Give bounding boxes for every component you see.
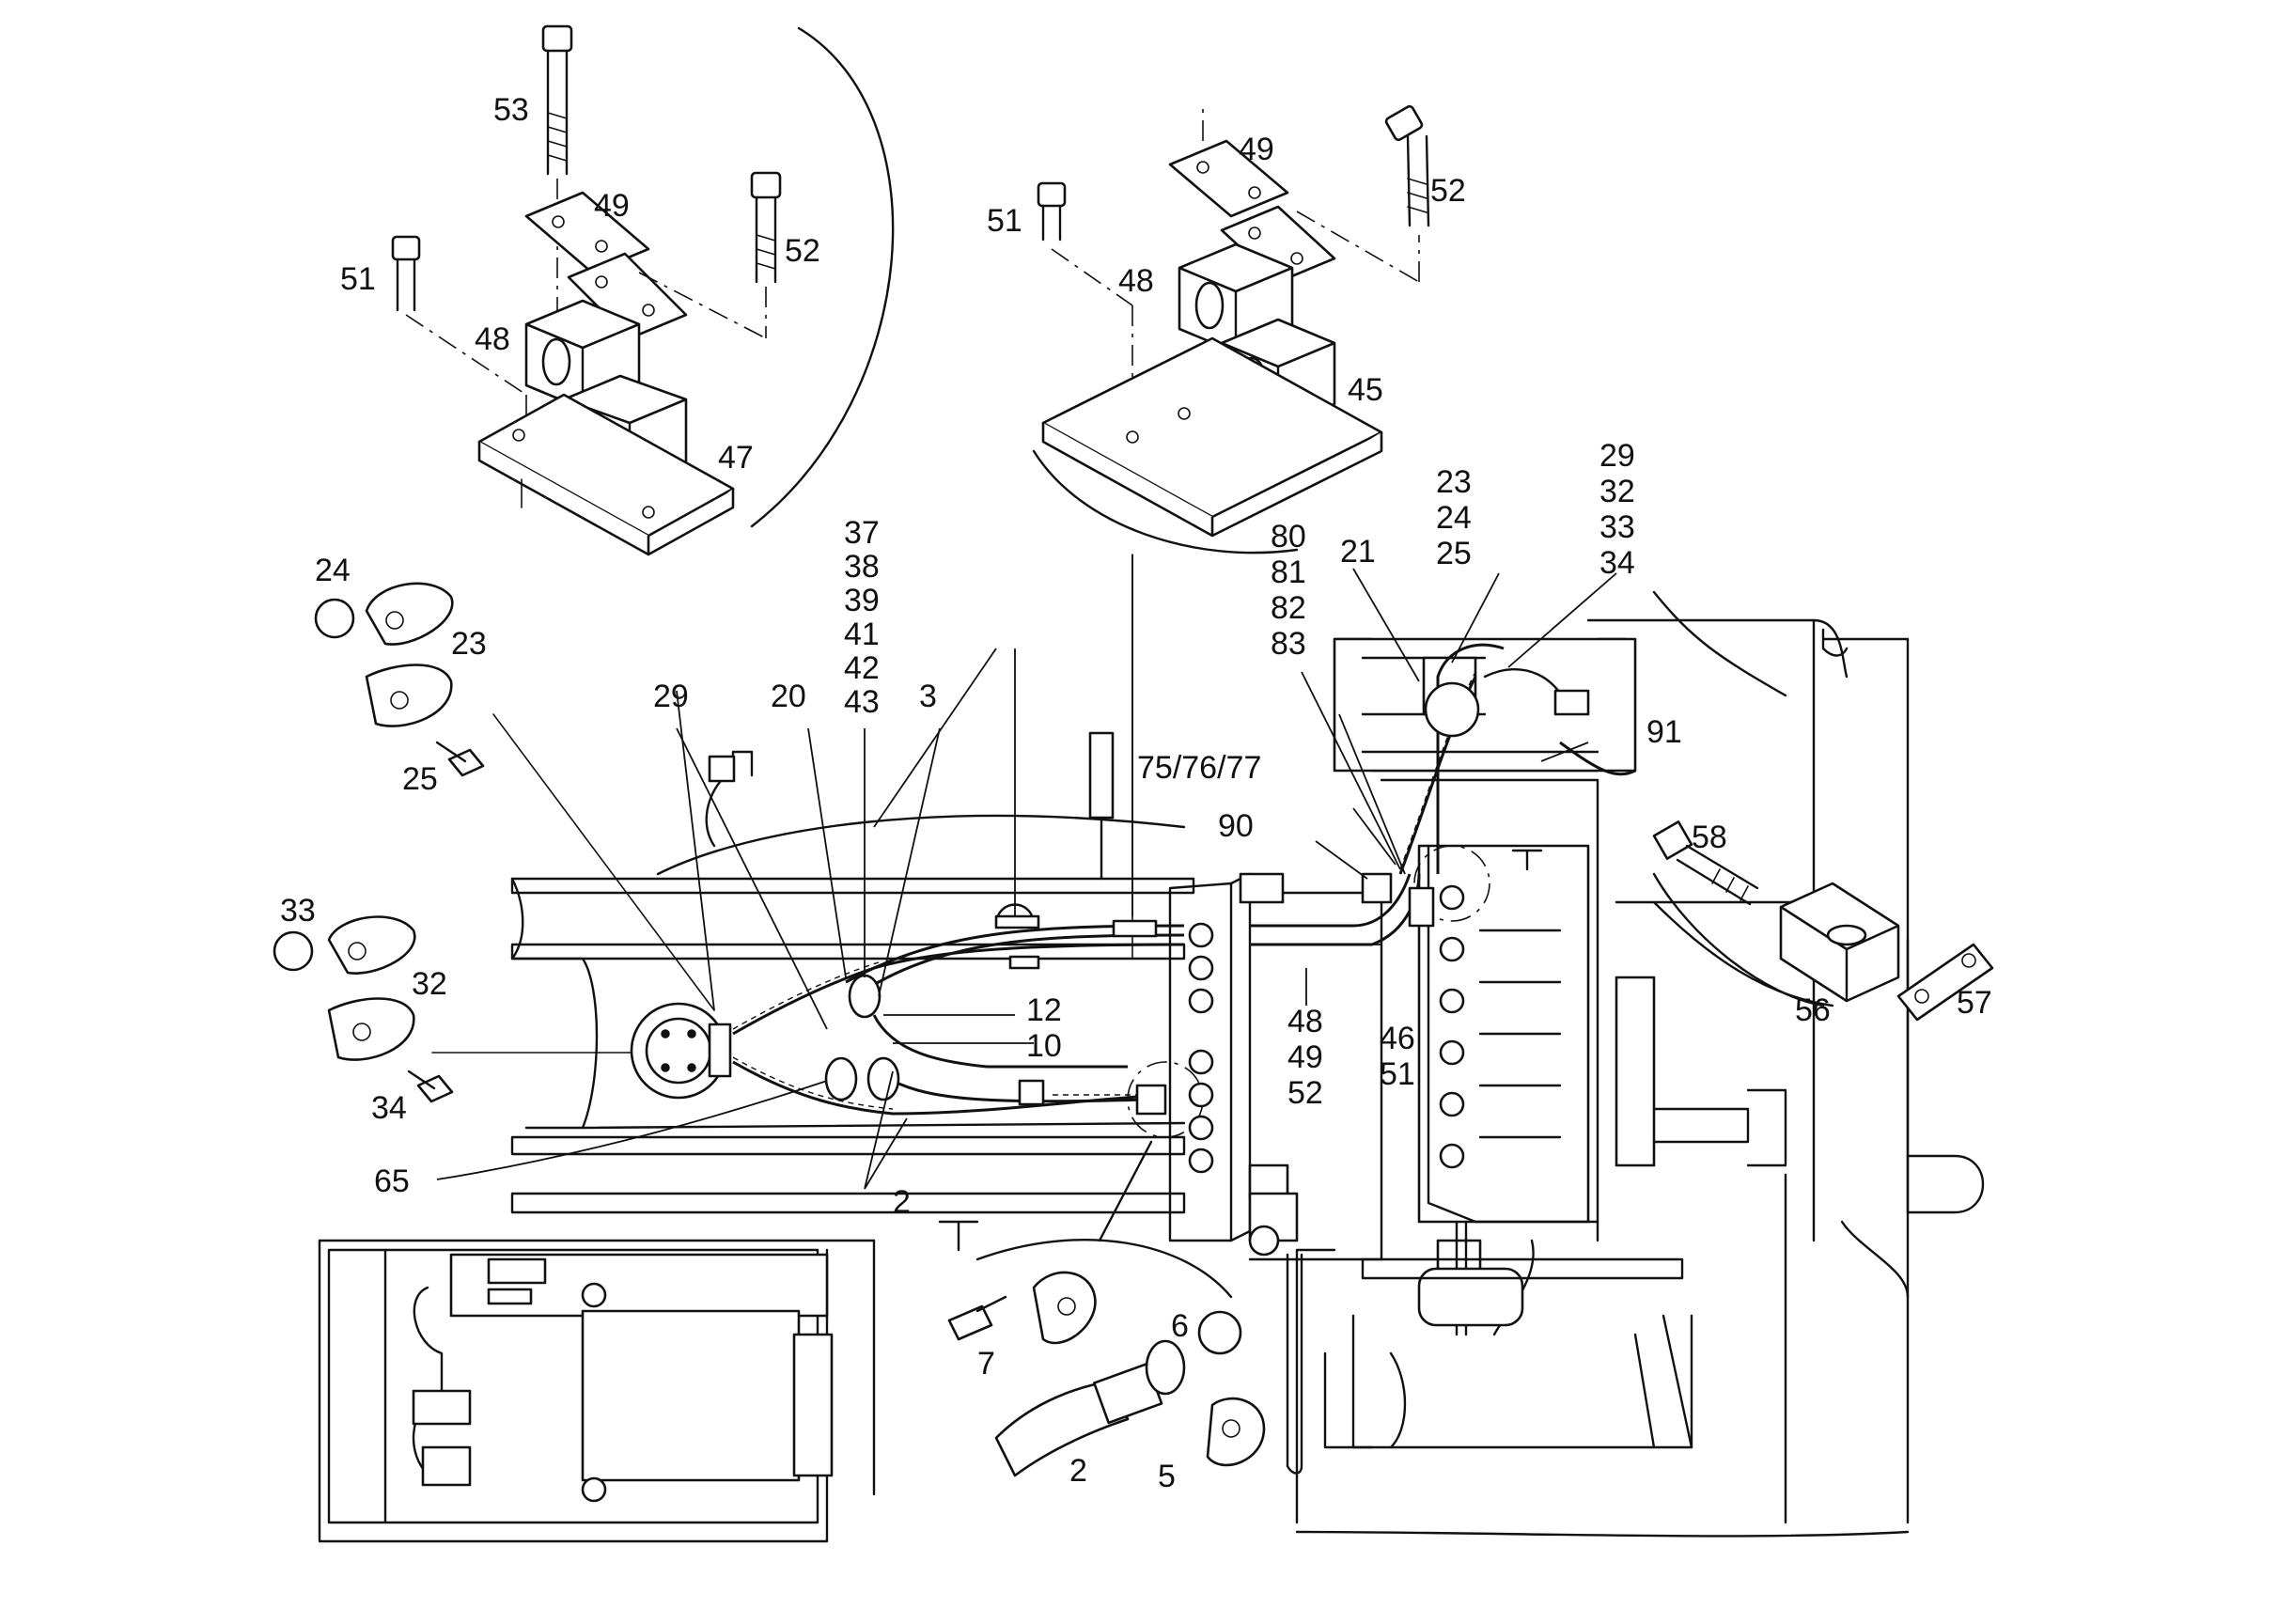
- flange-detail-lower: [273, 915, 715, 1103]
- clamp-assembly-right-detail: [1032, 103, 1430, 960]
- callout-48: 48: [1118, 263, 1154, 299]
- callout-46: 46: [1380, 1021, 1415, 1056]
- callout-23: 23: [1436, 464, 1472, 500]
- flange-detail-upper: [314, 582, 715, 1011]
- callout-49: 49: [594, 188, 630, 224]
- boom-frame: [510, 731, 1195, 1214]
- callout-6: 6: [1171, 1308, 1189, 1344]
- callout-37: 37: [844, 515, 880, 551]
- callout-52: 52: [1430, 173, 1466, 209]
- callout-25: 25: [1436, 536, 1472, 571]
- callout-5: 5: [1158, 1459, 1176, 1494]
- leader-lines: [436, 554, 1617, 1190]
- callout-51: 51: [340, 261, 376, 297]
- callout-41: 41: [844, 617, 880, 652]
- callout-24: 24: [1436, 500, 1472, 536]
- callout-29: 29: [653, 679, 689, 714]
- callout-48: 48: [1287, 1004, 1323, 1039]
- callout-90: 90: [1218, 808, 1254, 844]
- clamp-assembly-left-detail: [391, 24, 895, 556]
- callout-7: 7: [977, 1346, 995, 1382]
- callout-12: 12: [1026, 992, 1062, 1028]
- callout-38: 38: [844, 549, 880, 585]
- callout-65: 65: [374, 1163, 410, 1199]
- callout-49: 49: [1239, 132, 1274, 167]
- callout-20: 20: [771, 679, 806, 714]
- callout-52: 52: [785, 233, 820, 269]
- fitting-detail-bottom: [947, 1239, 1266, 1477]
- callout-43: 43: [844, 684, 880, 720]
- callout-labels: 53 49 52 51 48 47 49 52 51 48 45 24 23 2…: [280, 92, 1992, 1494]
- callout-45: 45: [1348, 372, 1383, 408]
- valve-manifold: [1168, 872, 1383, 1475]
- callout-81: 81: [1271, 554, 1306, 590]
- callout-21: 21: [1340, 534, 1376, 570]
- callout-32: 32: [412, 966, 447, 1002]
- callout-58: 58: [1692, 820, 1727, 855]
- callout-3: 3: [919, 679, 937, 714]
- callout-10: 10: [1026, 1028, 1062, 1064]
- callout-51: 51: [987, 203, 1022, 239]
- callout-52: 52: [1287, 1075, 1323, 1111]
- callout-33: 33: [280, 893, 316, 929]
- callout-57: 57: [1957, 985, 1992, 1021]
- callout-24: 24: [315, 553, 351, 588]
- hose-bundle: [732, 903, 1204, 1242]
- callout-42: 42: [844, 650, 880, 686]
- callout-91: 91: [1646, 714, 1682, 750]
- callout-56: 56: [1795, 992, 1831, 1028]
- callout-82: 82: [1271, 590, 1306, 626]
- callout-51: 51: [1380, 1056, 1415, 1092]
- callout-32: 32: [1599, 474, 1635, 509]
- engine-block: [1250, 618, 1849, 1336]
- callout-29: 29: [1599, 438, 1635, 474]
- callout-2: 2: [1069, 1453, 1087, 1489]
- callout-48: 48: [475, 321, 510, 357]
- callout-23: 23: [451, 626, 487, 662]
- chassis-right: [1295, 590, 1985, 1538]
- callout-53: 53: [493, 92, 529, 128]
- callout-25: 25: [402, 761, 438, 797]
- callout-49: 49: [1287, 1039, 1323, 1075]
- callout-75-76-77: 75/76/77: [1137, 750, 1261, 786]
- callout-34: 34: [371, 1090, 407, 1126]
- callout-39: 39: [844, 583, 880, 618]
- callout-83: 83: [1271, 626, 1306, 662]
- cab-interior: [318, 1220, 979, 1543]
- callout-34: 34: [1599, 545, 1635, 581]
- callout-2: 2: [893, 1184, 911, 1220]
- clamp-detail-56-58: [1652, 820, 1994, 1022]
- callout-47: 47: [718, 440, 754, 476]
- callout-80: 80: [1271, 519, 1306, 554]
- callout-33: 33: [1599, 509, 1635, 545]
